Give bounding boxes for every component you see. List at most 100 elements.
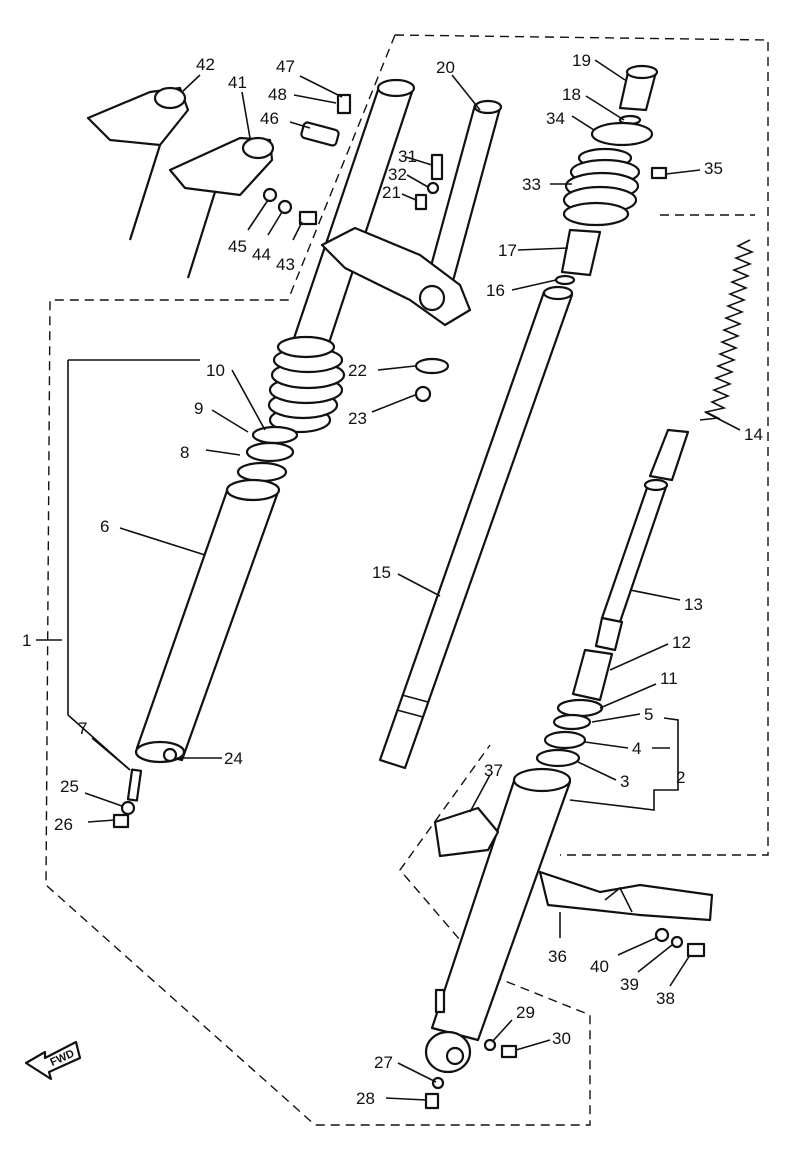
- callout-48: 48: [268, 85, 287, 104]
- callout-14: 14: [744, 425, 763, 444]
- left-oil-seal-8: [236, 461, 288, 483]
- cover-37: [433, 806, 500, 858]
- callout-38: 38: [656, 989, 675, 1008]
- bracket-42-rod: [128, 144, 162, 241]
- callout-25: 25: [60, 777, 79, 796]
- left-axle-boss: [134, 740, 186, 764]
- callout-47: 47: [276, 57, 295, 76]
- steering-stem-20: [423, 103, 502, 294]
- left-outer-tube-6: [135, 486, 280, 762]
- left-dust-boot: [267, 335, 346, 434]
- outer-tube-lug: [434, 988, 446, 1014]
- right-dust-boot-33: [562, 147, 641, 227]
- bolt-31: [430, 153, 444, 181]
- callout-18: 18: [562, 85, 581, 104]
- callout-28: 28: [356, 1089, 375, 1108]
- left-fork-tube-group: [112, 78, 416, 829]
- left-stud-7: [126, 768, 143, 802]
- left-clip-10: [251, 425, 299, 445]
- steering-crown-group: [320, 99, 503, 403]
- leader-lines: [36, 59, 741, 1101]
- callout-34: 34: [546, 109, 565, 128]
- bolt-23: [414, 385, 432, 403]
- callout-9: 9: [194, 399, 203, 418]
- callout-1: 1: [22, 631, 31, 650]
- callout-6: 6: [100, 517, 109, 536]
- part-21: [414, 193, 428, 211]
- left-outer-tube-top: [225, 478, 281, 502]
- spacer-17: [560, 228, 602, 277]
- washer-40: [654, 927, 670, 943]
- right-inner-assembly-outline: [394, 34, 769, 856]
- callout-3: 3: [620, 772, 629, 791]
- right-inner-tube-15: [378, 285, 574, 770]
- damper-rod-13: [594, 428, 690, 652]
- callout-4: 4: [632, 739, 641, 758]
- callout-15: 15: [372, 563, 391, 582]
- screw-30: [500, 1044, 518, 1059]
- callout-32: 32: [388, 165, 407, 184]
- callout-36: 36: [548, 947, 567, 966]
- callout-16: 16: [486, 281, 505, 300]
- callout-45: 45: [228, 237, 247, 256]
- fwd-arrow-icon: [24, 1040, 82, 1081]
- callout-22: 22: [348, 361, 367, 380]
- callout-27: 27: [374, 1053, 393, 1072]
- callout-46: 46: [260, 109, 279, 128]
- callout-23: 23: [348, 409, 367, 428]
- fork-spring-14: [699, 239, 755, 421]
- callout-42: 42: [196, 55, 215, 74]
- ring-3: [535, 748, 581, 768]
- ring-11: [556, 698, 604, 718]
- bracket-41-rod: [186, 191, 217, 279]
- callout-17: 17: [498, 241, 517, 260]
- callout-40: 40: [590, 957, 609, 976]
- fwd-arrow: FWD: [24, 1040, 82, 1081]
- left-axle-hole: [162, 747, 178, 763]
- callout-19: 19: [572, 51, 591, 70]
- washer-29: [483, 1038, 497, 1052]
- callout-37: 37: [484, 761, 503, 780]
- bolt-28: [424, 1092, 440, 1110]
- left-washer-9: [245, 441, 295, 463]
- callout-41: 41: [228, 73, 247, 92]
- callout-2: 2: [676, 768, 685, 787]
- callout-39: 39: [620, 975, 639, 994]
- callout-24: 24: [224, 749, 243, 768]
- ring-5: [552, 713, 592, 731]
- clamp-34: [590, 121, 654, 147]
- callout-30: 30: [552, 1029, 571, 1048]
- callout-26: 26: [54, 815, 73, 834]
- right-outer-tube: [424, 767, 572, 1110]
- fender-stay-36: [538, 870, 714, 922]
- bolt-38: [686, 942, 706, 958]
- screw-47: [336, 93, 352, 115]
- ring-4: [543, 730, 587, 750]
- callout-7: 7: [78, 719, 87, 738]
- piece-12: [571, 648, 614, 702]
- bolt-43: [298, 210, 318, 226]
- callout-13: 13: [684, 595, 703, 614]
- washer-39: [670, 935, 684, 949]
- washer-44: [277, 199, 293, 215]
- washer-16: [554, 274, 576, 286]
- left-nut-26: [112, 813, 130, 829]
- callout-labels: 1 2 3 4 5 6 7 8 9 10 11 12 13 14 15 16 1…: [22, 51, 763, 1108]
- callout-33: 33: [522, 175, 541, 194]
- callout-10: 10: [206, 361, 225, 380]
- callout-8: 8: [180, 443, 189, 462]
- plate-46: [300, 121, 340, 147]
- callout-21: 21: [382, 183, 401, 202]
- callout-44: 44: [252, 245, 271, 264]
- left-fork-assembly-outline: [45, 34, 591, 1126]
- washer-27: [431, 1076, 445, 1090]
- callout-31: 31: [398, 147, 417, 166]
- callout-11: 11: [660, 669, 678, 688]
- damper-rod-top: [648, 428, 690, 482]
- washer-45: [262, 187, 278, 203]
- washer-32: [426, 181, 440, 195]
- clamp-screw-35: [650, 166, 668, 180]
- callout-43: 43: [276, 255, 295, 274]
